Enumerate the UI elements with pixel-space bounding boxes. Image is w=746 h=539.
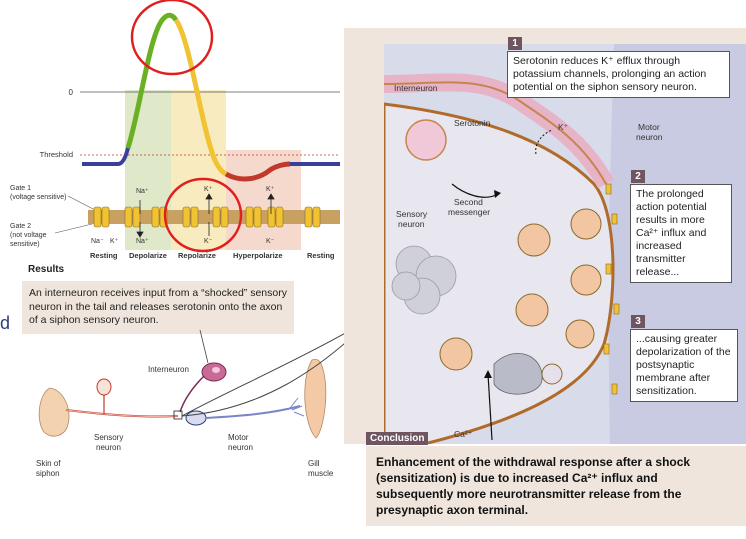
- action-potential-graph: 0 Threshold Gate 1 (voltage sensitive) G…: [10, 0, 340, 260]
- anatomy-sensory-label-1: Sensory: [94, 433, 123, 442]
- anatomy-skin-label-1: Skin of: [36, 459, 61, 468]
- ion-bottom-4: K⁻: [266, 238, 275, 245]
- synapse-serotonin-label: Serotonin: [454, 118, 491, 128]
- curve-resting: [82, 147, 130, 166]
- anatomy-motor-label-1: Motor: [228, 433, 249, 442]
- ion-top-1: K⁺: [204, 186, 213, 193]
- phase-label-repolarize: Repolarize: [178, 251, 216, 260]
- left-edge-char: d: [0, 313, 11, 333]
- svg-text:neuron: neuron: [636, 132, 663, 142]
- skin-of-siphon-shape: [38, 387, 70, 437]
- step-2-text: The prolonged action potential results i…: [636, 188, 707, 278]
- phase-label-resting-end: Resting: [307, 251, 335, 260]
- svg-text:muscle: muscle: [308, 469, 334, 478]
- ion-bottom-3: K⁻: [204, 238, 213, 245]
- results-text-box: An interneuron receives input from a “sh…: [22, 281, 294, 334]
- svg-text:sensitive): sensitive): [10, 241, 40, 248]
- step-2-callout: The prolonged action potential results i…: [630, 184, 732, 283]
- curve-repolarize: [173, 18, 228, 177]
- ion-bottom-0: Na⁻: [91, 238, 104, 245]
- ion-bottom-1: K⁺: [110, 238, 119, 245]
- peak-highlight-circle: [130, 0, 214, 76]
- step-1-callout: Serotonin reduces K⁺ efflux through pota…: [507, 51, 730, 98]
- synapse-interneuron-label: Interneuron: [394, 83, 438, 93]
- phase-label-hyperpolarize: Hyperpolarize: [233, 251, 283, 260]
- synapse-second-messenger-1: Second: [454, 197, 483, 207]
- svg-text:neuron: neuron: [398, 219, 425, 229]
- threshold-label: Threshold: [40, 150, 73, 159]
- results-heading: Results: [28, 264, 65, 275]
- conclusion-text: Enhancement of the withdrawal response a…: [376, 455, 691, 517]
- anatomy-gill-label-1: Gill: [308, 459, 320, 468]
- synapse-second-messenger-2: messenger: [448, 207, 490, 217]
- svg-text:neuron: neuron: [228, 443, 253, 452]
- ion-channels: [93, 206, 321, 228]
- synapse-k-label: K⁺: [558, 122, 569, 132]
- step-3-badge: 3: [631, 315, 645, 328]
- synapse-panel-bg: [344, 28, 746, 44]
- channel-highlight-circle: [163, 177, 243, 253]
- ion-top-0: Na⁺: [136, 188, 149, 195]
- phase-label-resting: Resting: [90, 251, 118, 260]
- svg-text:neuron: neuron: [96, 443, 121, 452]
- synapse-motor-label-1: Motor: [638, 122, 660, 132]
- conclusion-box: Enhancement of the withdrawal response a…: [366, 446, 746, 526]
- depolarize-band: [125, 90, 171, 195]
- curve-hyperpolarize: [224, 161, 291, 182]
- step-1-text: Serotonin reduces K⁺ efflux through pota…: [513, 55, 707, 93]
- synapse-box: [173, 410, 183, 420]
- step-3-text: ...causing greater depolarization of the…: [636, 333, 731, 397]
- zero-label: 0: [69, 88, 74, 97]
- step-2-badge: 2: [631, 170, 645, 183]
- phase-label-depolarize: Depolarize: [129, 251, 167, 260]
- anatomy-interneuron-label: Interneuron: [148, 365, 189, 374]
- step-3-callout: ...causing greater depolarization of the…: [630, 329, 738, 402]
- svg-text:siphon: siphon: [36, 469, 60, 478]
- conclusion-label: Conclusion: [366, 432, 429, 445]
- results-text: An interneuron receives input from a “sh…: [29, 287, 287, 326]
- gate1-label: Gate 1: [10, 185, 31, 192]
- svg-text:(voltage sensitive): (voltage sensitive): [10, 194, 66, 201]
- gate2-label: Gate 2: [10, 223, 31, 230]
- synapse-ca-label: Ca²⁺: [454, 429, 473, 439]
- synapse-sensory-label-1: Sensory: [396, 209, 428, 219]
- curve-depolarize: [125, 12, 179, 149]
- sensory-neuron-soma: [96, 378, 112, 396]
- gill-muscle-shape: [304, 358, 327, 439]
- ion-bottom-2: Na⁺: [136, 238, 149, 245]
- step-1-badge: 1: [508, 37, 522, 50]
- anatomy-diagram: Interneuron Sensory neuron Motor neuron …: [36, 330, 360, 478]
- ion-top-2: K⁺: [266, 186, 275, 193]
- svg-text:(not voltage: (not voltage: [10, 232, 47, 239]
